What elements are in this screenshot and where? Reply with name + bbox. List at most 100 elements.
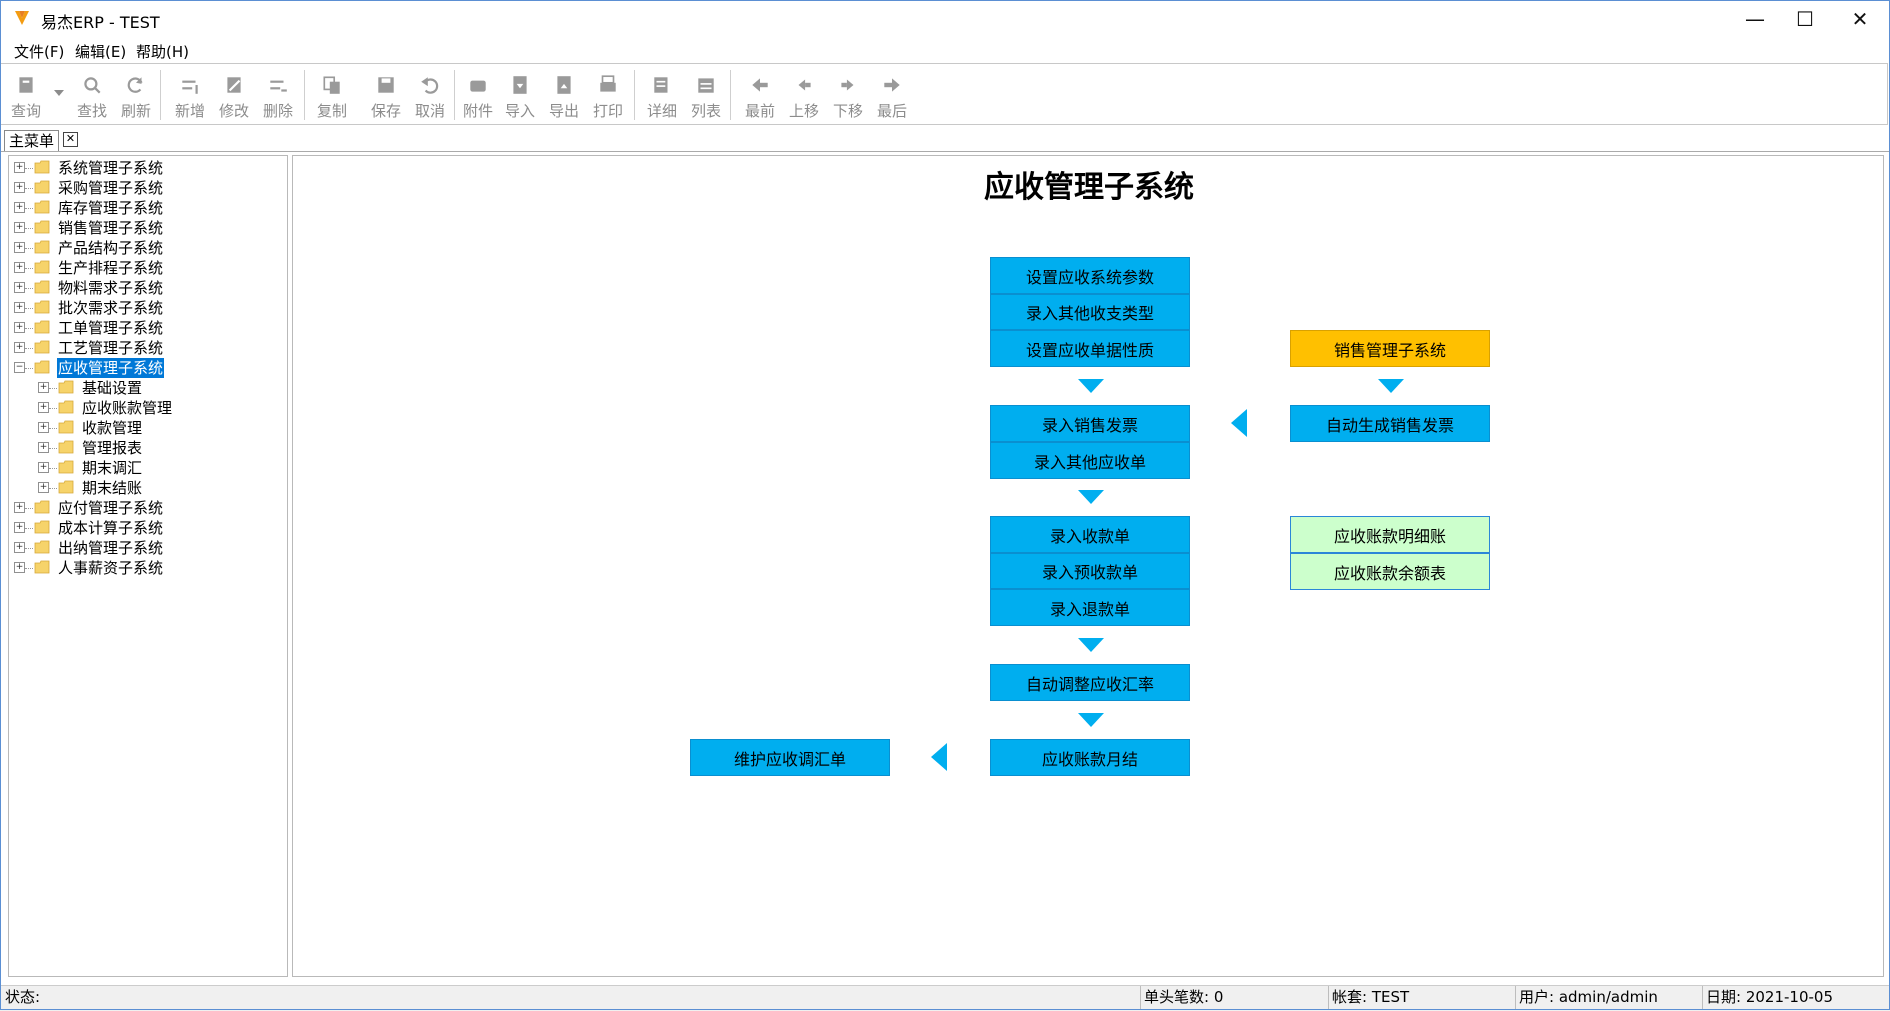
menu-edit[interactable]: 编辑(E) <box>75 43 127 61</box>
flow-box-set-params[interactable]: 设置应收系统参数 <box>990 257 1190 294</box>
flow-box-other-income-types[interactable]: 录入其他收支类型 <box>990 294 1190 330</box>
app-logo-icon <box>15 11 29 25</box>
tree-item-system[interactable]: +成本计算子系统 <box>14 518 274 538</box>
find-icon <box>84 77 101 94</box>
tree-item-label: 批次需求子系统 <box>58 299 164 317</box>
folder-icon <box>34 260 50 274</box>
tree-item-label: 收款管理 <box>82 419 143 437</box>
expand-icon[interactable]: + <box>38 442 49 453</box>
tree-item-system[interactable]: +系统管理子系统 <box>14 158 274 178</box>
tree-item-system[interactable]: + 采购管理子系统 <box>14 178 274 198</box>
expand-icon[interactable]: + <box>38 422 49 433</box>
toolbar-last-button[interactable]: 最后 <box>872 72 912 122</box>
tree-item-child[interactable]: +应收账款管理 <box>38 398 274 418</box>
toolbar-button-label: 上移 <box>788 102 819 120</box>
tree-item-system[interactable]: −应收管理子系统 <box>14 357 274 379</box>
toolbar-print-button[interactable]: 打印 <box>588 72 628 122</box>
flow-box-auto-sales-invoice[interactable]: 自动生成销售发票 <box>1290 405 1490 442</box>
tree-connector <box>25 528 33 529</box>
tree-item-system[interactable]: +工单管理子系统 <box>14 318 274 338</box>
expand-icon[interactable]: + <box>14 262 25 273</box>
expand-icon[interactable]: + <box>14 562 25 573</box>
toolbar-query-button[interactable]: 查询 <box>6 72 46 122</box>
flow-box-monthly-close[interactable]: 应收账款月结 <box>990 739 1190 776</box>
tree-item-child[interactable]: + 基础设置 <box>38 378 274 398</box>
expand-icon[interactable]: + <box>14 182 25 193</box>
expand-icon[interactable]: + <box>38 482 49 493</box>
expand-icon[interactable]: + <box>14 522 25 533</box>
tree-item-system[interactable]: +应付管理子系统 <box>14 498 274 518</box>
flow-box-sales-system[interactable]: 销售管理子系统 <box>1290 330 1490 367</box>
menu-file[interactable]: 文件(F) <box>14 43 65 61</box>
tree-connector <box>25 368 33 369</box>
toolbar-import-button[interactable]: 导入 <box>500 72 540 122</box>
toolbar-undo-button[interactable]: 取消 <box>410 72 450 122</box>
tree-item-system[interactable]: +产品结构子系统 <box>14 238 274 258</box>
tree-item-child[interactable]: + 收款管理 <box>38 418 274 438</box>
tree-item-child[interactable]: + 期末调汇 <box>38 458 274 478</box>
toolbar-next-button[interactable]: 下移 <box>828 72 868 122</box>
toolbar-first-button[interactable]: 最前 <box>740 72 780 122</box>
close-button[interactable]: ✕ <box>1833 0 1887 38</box>
tree-item-child[interactable]: +期末结账 <box>38 478 274 498</box>
collapse-icon[interactable]: − <box>14 362 25 373</box>
expand-icon[interactable]: + <box>14 302 25 313</box>
expand-icon[interactable]: + <box>14 282 25 293</box>
toolbar-save-button[interactable]: 保存 <box>366 72 406 122</box>
expand-icon[interactable]: + <box>14 342 25 353</box>
flow-box-sales-invoice[interactable]: 录入销售发票 <box>990 405 1190 442</box>
tree-item-child[interactable]: +管理报表 <box>38 438 274 458</box>
toolbar-refresh-button[interactable]: 刷新 <box>116 72 156 122</box>
toolbar-export-button[interactable]: 导出 <box>544 72 584 122</box>
flow-box-ar-detail-ledger[interactable]: 应收账款明细账 <box>1290 516 1490 553</box>
tree-item-label: 采购管理子系统 <box>58 179 164 197</box>
expand-icon[interactable]: + <box>14 162 25 173</box>
toolbar-attachment-button[interactable]: 附件 <box>458 72 498 122</box>
toolbar-delete-button[interactable]: 删除 <box>258 72 298 122</box>
expand-icon[interactable]: + <box>38 382 49 393</box>
tab-main-menu[interactable]: 主菜单 <box>4 130 60 152</box>
expand-icon[interactable]: + <box>38 402 49 413</box>
toolbar-detail-button[interactable]: 详细 <box>642 72 682 122</box>
expand-icon[interactable]: + <box>14 222 25 233</box>
flow-box-maintain-adjust[interactable]: 维护应收调汇单 <box>690 739 890 776</box>
toolbar-button-label: 保存 <box>370 102 401 120</box>
expand-icon[interactable]: + <box>14 502 25 513</box>
flow-box-other-receivable[interactable]: 录入其他应收单 <box>990 442 1190 479</box>
tab-close-icon[interactable]: ✕ <box>63 132 78 147</box>
tree-item-system[interactable]: +物料需求子系统 <box>14 278 274 298</box>
flow-box-refund[interactable]: 录入退款单 <box>990 589 1190 626</box>
tree-item-label: 生产排程子系统 <box>58 259 164 277</box>
expand-icon[interactable]: + <box>14 242 25 253</box>
maximize-button[interactable]: ☐ <box>1778 0 1832 38</box>
toolbar-copy-button[interactable]: 复制 <box>312 72 352 122</box>
tree-item-label: 基础设置 <box>82 379 143 397</box>
chevron-down-icon[interactable] <box>54 90 64 96</box>
minimize-button[interactable]: — <box>1728 0 1782 38</box>
expand-icon[interactable]: + <box>38 462 49 473</box>
tree-item-system[interactable]: +销售管理子系统 <box>14 218 274 238</box>
tree-item-system[interactable]: + 库存管理子系统 <box>14 198 274 218</box>
toolbar-list-button[interactable]: 列表 <box>686 72 726 122</box>
flow-box-doc-property[interactable]: 设置应收单据性质 <box>990 330 1190 367</box>
expand-icon[interactable]: + <box>14 202 25 213</box>
toolbar-add-button[interactable]: 新增 <box>170 72 210 122</box>
tree-item-system[interactable]: +人事薪资子系统 <box>14 558 274 578</box>
toolbar-edit-button[interactable]: 修改 <box>214 72 254 122</box>
menu-help[interactable]: 帮助(H) <box>136 43 189 61</box>
tree-item-label: 期末调汇 <box>82 459 143 477</box>
flow-box-receipt[interactable]: 录入收款单 <box>990 516 1190 553</box>
flow-box-ar-balance[interactable]: 应收账款余额表 <box>1290 553 1490 590</box>
tree-item-system[interactable]: +工艺管理子系统 <box>14 338 274 358</box>
expand-icon[interactable]: + <box>14 542 25 553</box>
toolbar-prev-button[interactable]: 上移 <box>784 72 824 122</box>
flow-box-auto-adjust-rate[interactable]: 自动调整应收汇率 <box>990 664 1190 701</box>
tree-item-system[interactable]: + 生产排程子系统 <box>14 258 274 278</box>
flow-box-advance-receipt[interactable]: 录入预收款单 <box>990 553 1190 589</box>
tree-item-system[interactable]: + 批次需求子系统 <box>14 298 274 318</box>
tree-connector <box>25 308 33 309</box>
tree-item-system[interactable]: +出纳管理子系统 <box>14 538 274 558</box>
tree-item-label: 库存管理子系统 <box>58 199 164 217</box>
expand-icon[interactable]: + <box>14 322 25 333</box>
toolbar-find-button[interactable]: 查找 <box>72 72 112 122</box>
